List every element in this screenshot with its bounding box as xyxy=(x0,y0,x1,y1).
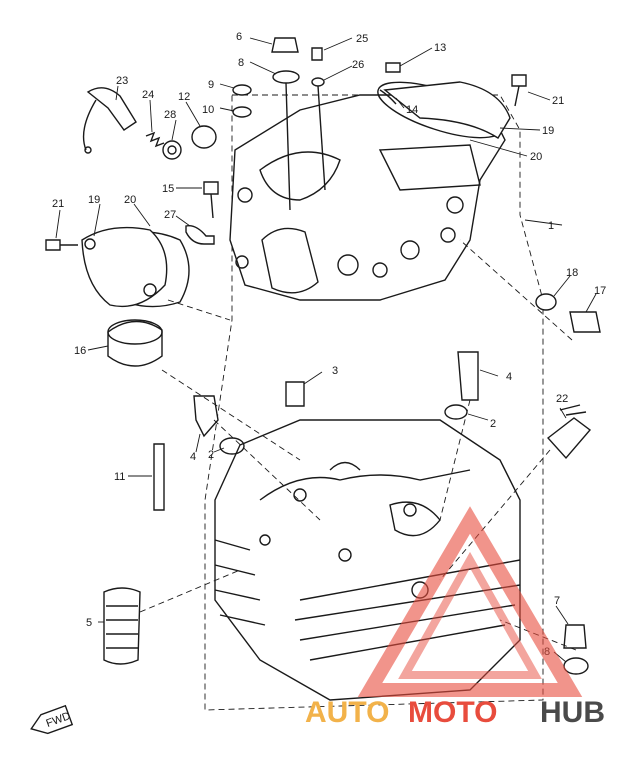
callout-8-top: 8 xyxy=(238,57,244,69)
watermark-moto: MOTO xyxy=(408,696,497,729)
fwd-arrow: FWD xyxy=(30,704,74,735)
callout-23: 23 xyxy=(116,75,128,87)
callout-7: 7 xyxy=(554,595,560,607)
callout-20-left: 20 xyxy=(124,194,136,206)
callout-12: 12 xyxy=(178,91,190,103)
callout-13: 13 xyxy=(434,42,446,54)
valve-guide-4-right xyxy=(457,351,479,401)
assembly-outline xyxy=(204,94,544,711)
washer-8-top xyxy=(272,70,300,84)
leader-lines xyxy=(55,37,597,663)
callout-27: 27 xyxy=(164,209,176,221)
cylinder-head xyxy=(214,419,521,701)
stud-5 xyxy=(103,587,141,665)
clip-27 xyxy=(185,225,215,245)
callout-24: 24 xyxy=(142,89,154,101)
callout-22: 22 xyxy=(556,393,568,405)
washer-8-bottom xyxy=(563,657,589,675)
callout-2-left: 2 xyxy=(208,449,214,461)
nut-6 xyxy=(271,37,299,53)
callout-10: 10 xyxy=(202,104,214,116)
callout-25: 25 xyxy=(356,33,368,45)
bolt-21-right xyxy=(511,74,527,87)
callout-labels: 1 2 2 3 4 4 5 6 7 8 8 9 10 11 12 13 14 1… xyxy=(52,31,606,658)
washer-10 xyxy=(232,106,252,118)
callout-6: 6 xyxy=(236,31,242,43)
callout-16: 16 xyxy=(74,345,86,357)
callout-5: 5 xyxy=(86,617,92,629)
callout-14: 14 xyxy=(406,104,418,116)
head-cover xyxy=(229,94,506,301)
watermark-auto: AUTO xyxy=(305,696,389,729)
callout-21-right: 21 xyxy=(552,95,564,107)
spring-24 xyxy=(145,131,165,148)
callout-3: 3 xyxy=(332,365,338,377)
washer-18 xyxy=(535,293,557,311)
o-ring-2-left xyxy=(219,437,245,455)
valve-guide-4-left xyxy=(193,395,219,438)
callout-17: 17 xyxy=(594,285,606,297)
plug-17 xyxy=(569,311,601,333)
spark-plug-22 xyxy=(546,417,592,460)
decompression-lever xyxy=(86,87,137,131)
callout-9: 9 xyxy=(208,79,214,91)
callout-20-right: 20 xyxy=(530,151,542,163)
oil-seal-28 xyxy=(162,140,182,160)
callout-19-left: 19 xyxy=(88,194,100,206)
callout-19-right: 19 xyxy=(542,125,554,137)
nut-7 xyxy=(563,624,587,649)
watermark-hub: HUB xyxy=(540,696,605,729)
bolt-21-left xyxy=(45,239,61,251)
stud-bolt-11 xyxy=(153,443,165,511)
fitting-13 xyxy=(385,62,401,73)
o-ring-2-right xyxy=(444,404,468,420)
callout-15: 15 xyxy=(162,183,174,195)
callout-28: 28 xyxy=(164,109,176,121)
bolt-15 xyxy=(203,181,219,195)
callout-2-right: 2 xyxy=(490,418,496,430)
callout-21-left: 21 xyxy=(52,198,64,210)
cap-25 xyxy=(311,47,323,61)
callout-1: 1 xyxy=(548,220,554,232)
callout-18: 18 xyxy=(566,267,578,279)
callout-4-left: 4 xyxy=(190,451,196,463)
tappet-cover-right xyxy=(383,81,511,139)
callout-26: 26 xyxy=(352,59,364,71)
callout-4-right: 4 xyxy=(506,371,512,383)
washer-26 xyxy=(311,77,325,87)
dowel-3 xyxy=(285,381,305,407)
washer-9 xyxy=(232,84,252,96)
watermark-logo: AUTO MOTO HUB xyxy=(305,506,605,729)
plug-12 xyxy=(191,125,217,149)
callout-11: 11 xyxy=(114,471,125,483)
